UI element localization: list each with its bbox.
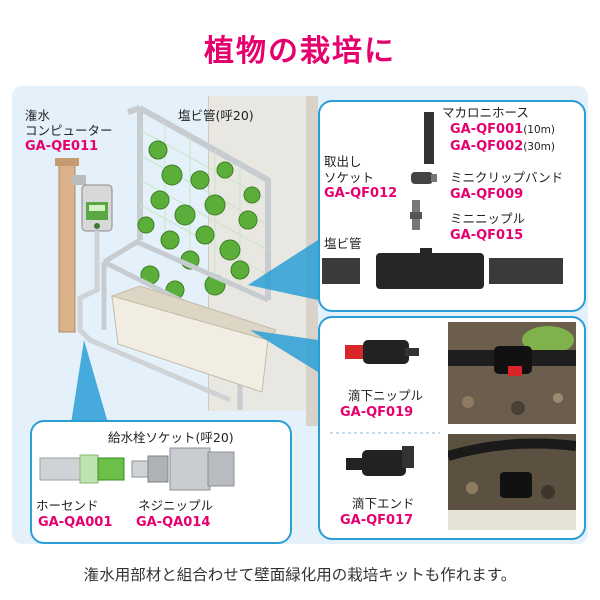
hose-end-code: GA-QA001: [38, 515, 113, 530]
mini-clip-band-icon: [411, 172, 437, 184]
drip-end-photo: [448, 434, 576, 530]
outlet-socket-icon: [376, 248, 484, 289]
pvc-pipe-top-label: 塩ビ管(呼20): [178, 108, 254, 123]
macaroni-hose-code-1: GA-QF001(10m): [450, 122, 555, 137]
faucet-socket-icon: [169, 447, 235, 491]
watering-computer-label-1: 潅水: [25, 108, 51, 123]
page-title: 植物の栽培に: [204, 34, 396, 69]
mini-clip-band-label: ミニクリップバンド: [450, 170, 564, 185]
drip-nipple-icon: [345, 340, 419, 364]
outlet-socket-label-1: 取出し: [324, 154, 362, 169]
screw-nipple-label: ネジニップル: [138, 498, 214, 513]
hose-end-icon: [39, 454, 125, 484]
drip-end-icon: [346, 446, 414, 476]
drip-end-code: GA-QF017: [340, 513, 414, 528]
pvc-pipe-label: 塩ビ管: [324, 236, 362, 251]
drip-nipple-code: GA-QF019: [340, 405, 414, 420]
planter-icon: [110, 285, 277, 393]
macaroni-hose-icon: [424, 112, 434, 164]
drip-end-label: 滴下エンド: [352, 496, 415, 511]
drip-nipple-label: 滴下ニップル: [348, 388, 424, 403]
mini-nipple-icon: [410, 200, 422, 230]
macaroni-hose-code-2: GA-QF002(30m): [450, 139, 555, 154]
footer-caption: 潅水用部材と組合わせて壁面緑化用の栽培キットも作れます。: [83, 566, 517, 584]
watering-computer-label-2: コンピューター: [25, 123, 113, 138]
macaroni-hose-label: マカロニホース: [442, 105, 529, 120]
faucet-socket-label: 給水栓ソケット(呼20): [108, 430, 234, 445]
mini-nipple-label: ミニニップル: [450, 211, 526, 226]
screw-nipple-icon: [131, 455, 169, 483]
faucet-post-icon: [55, 158, 79, 333]
hose-end-label: ホーセンド: [36, 498, 99, 513]
outlet-socket-label-2: ソケット: [324, 170, 375, 185]
pvc-pipe-icon: [322, 258, 563, 284]
mini-clip-band-code: GA-QF009: [450, 187, 524, 202]
screw-nipple-code: GA-QA014: [136, 515, 211, 530]
outlet-socket-code: GA-QF012: [324, 186, 398, 201]
drip-nipple-photo: [448, 322, 576, 424]
mini-nipple-code: GA-QF015: [450, 228, 524, 243]
watering-computer-code: GA-QE011: [25, 139, 99, 154]
